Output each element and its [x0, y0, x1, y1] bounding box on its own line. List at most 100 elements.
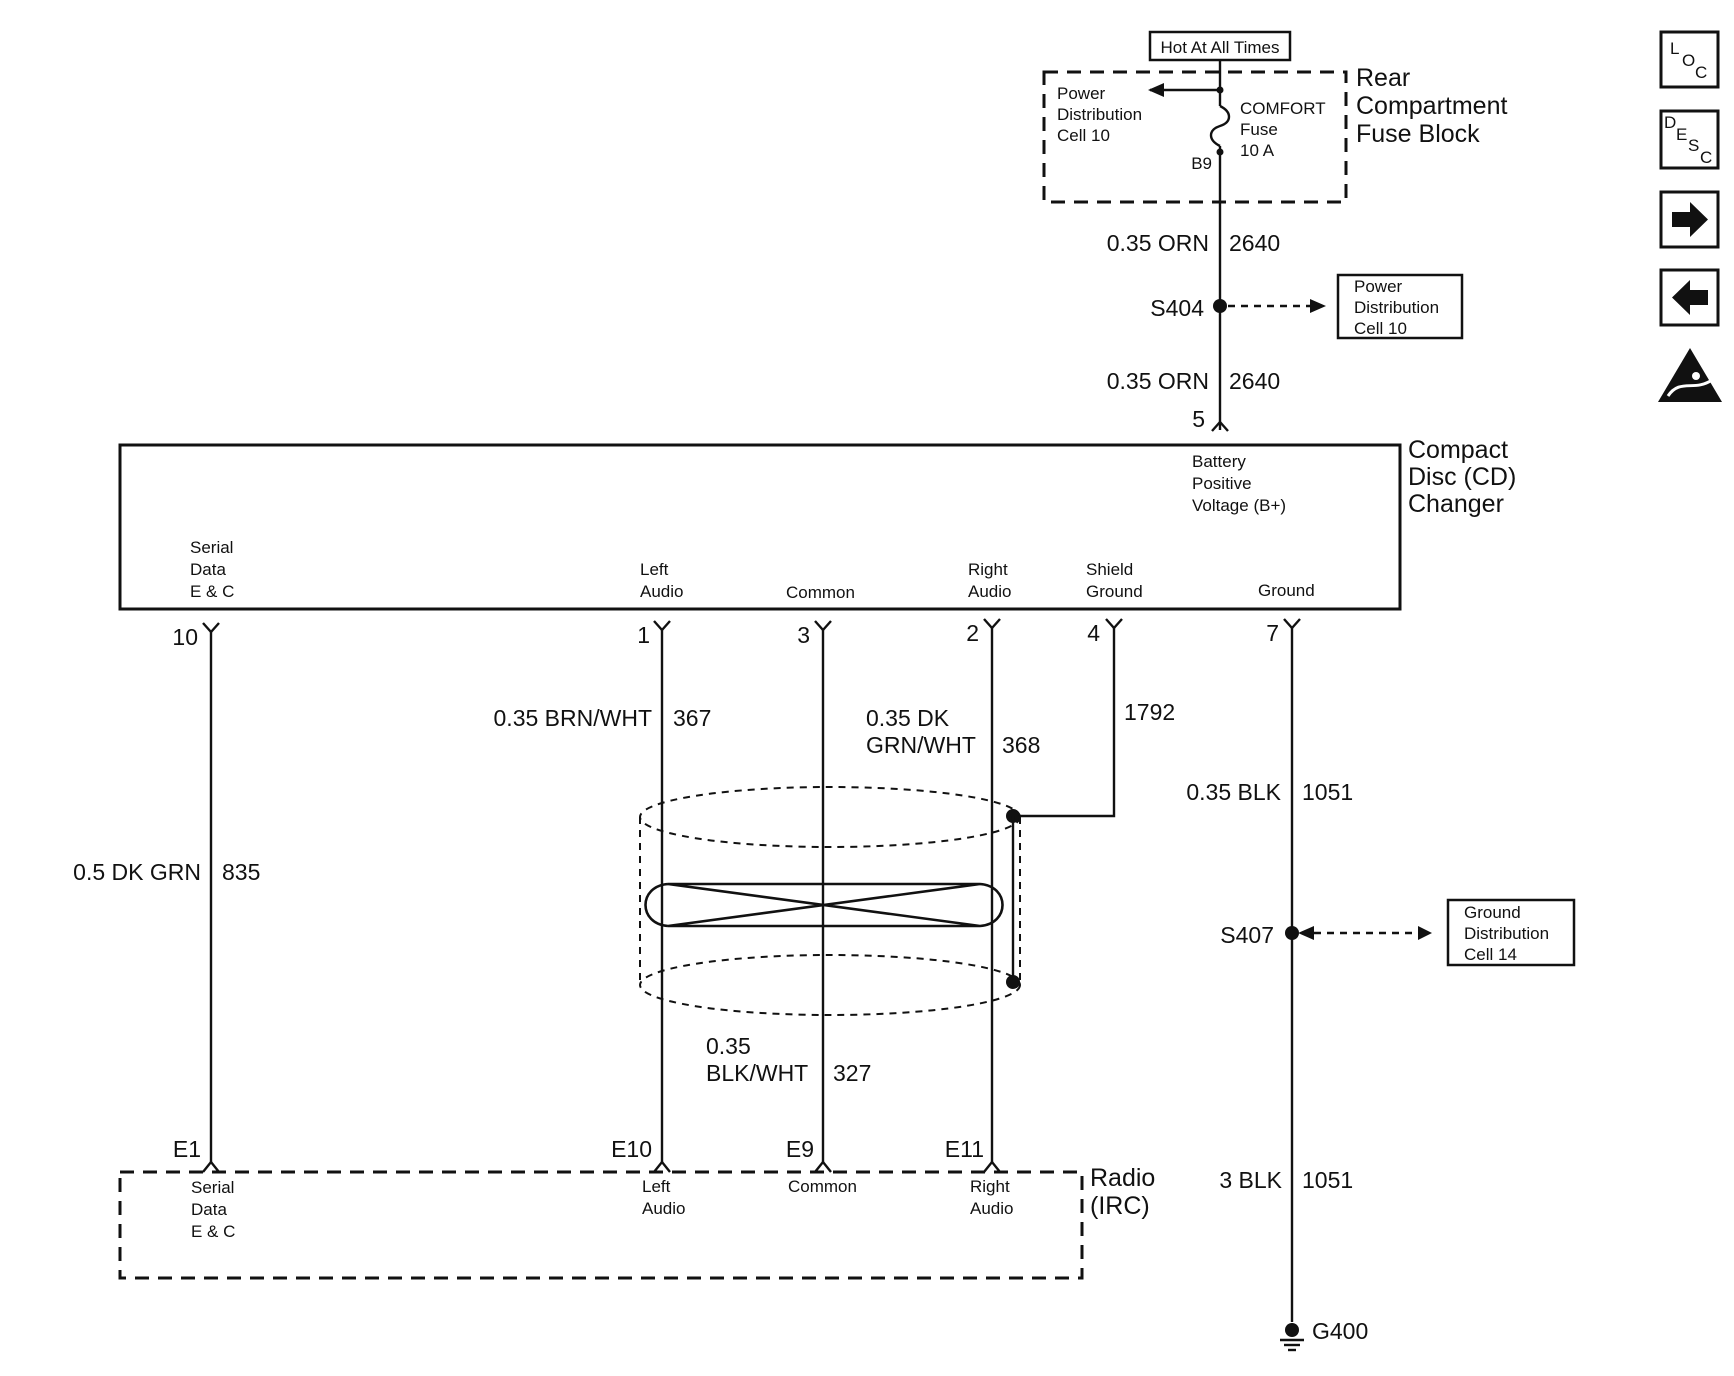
feed-wire: 0.35 ORN 2640 S404 Power Distribution Ce…	[1107, 152, 1464, 432]
fuse-block: Hot At All Times Rear Compartment Fuse B…	[1042, 30, 1507, 204]
radio-left-label-line2: Audio	[642, 1199, 685, 1218]
esd-warning-icon	[1658, 348, 1722, 402]
splice-s404-ref-box	[1336, 273, 1464, 340]
cd-battery-label-line2: Positive	[1192, 474, 1252, 493]
fuse-name-line1: COMFORT	[1240, 99, 1326, 118]
cd-pin-7-connector	[1283, 618, 1301, 630]
fuse-symbol	[1209, 104, 1231, 148]
next-page-button[interactable]	[1659, 190, 1720, 249]
radio-serial-label-line3: E & C	[191, 1222, 235, 1241]
fuse-block-outline	[1042, 70, 1348, 204]
shield-ground-wire	[1013, 628, 1116, 818]
fuse-power-dist-line3: Cell 10	[1057, 126, 1110, 145]
right-wire-gauge-line1: 0.35 DK	[866, 705, 950, 731]
radio-pin-e11-connector	[983, 1160, 1001, 1173]
radio-outline	[118, 1170, 1084, 1280]
s407-ref-line3: Cell 14	[1464, 945, 1517, 964]
feed-wire-upper-gauge: 0.35 ORN	[1107, 230, 1209, 256]
radio-serial-label-line2: Data	[191, 1200, 227, 1219]
fuse-name-line3: 10 A	[1240, 141, 1275, 160]
cd-pin-5-number: 5	[1192, 406, 1205, 432]
common-wire-gauge-line2: BLK/WHT	[706, 1060, 808, 1086]
signal-wires: 0.5 DK GRN 835 0.35 BRN/WHT 367 0.35 BLK…	[73, 628, 1175, 1162]
ground-lower-circuit: 1051	[1302, 1167, 1353, 1193]
cd-pin-4-connector	[1105, 618, 1123, 630]
ground-circuit: 0.35 BLK 1051 S407 Ground Distribution C…	[1186, 628, 1576, 1352]
cd-changer-title-line1: Compact	[1408, 436, 1508, 464]
shield-drain-dot-bottom	[1006, 975, 1020, 989]
radio-common-label: Common	[788, 1177, 857, 1196]
s404-ref-line3: Cell 10	[1354, 319, 1407, 338]
radio-right-label-line2: Audio	[970, 1199, 1013, 1218]
cd-pin-10-number: 10	[172, 624, 198, 650]
ground-g400-dot	[1285, 1323, 1299, 1337]
arrow-left-icon	[1672, 280, 1708, 315]
desc-letter-4: C	[1700, 148, 1712, 167]
nav-toolbar: L O C D E S C	[1658, 30, 1722, 402]
fuse-name-line2: Fuse	[1240, 120, 1278, 139]
cd-serial-label-line3: E & C	[190, 582, 234, 601]
cd-right-label-line1: Right	[968, 560, 1008, 579]
feed-wire-lower-gauge: 0.35 ORN	[1107, 368, 1209, 394]
cd-pin-2-connector	[983, 618, 1001, 630]
splice-s407-ref-arrow-in	[1418, 926, 1432, 940]
radio-pin-e10-number: E10	[611, 1136, 652, 1162]
cd-shield-label-line2: Ground	[1086, 582, 1143, 601]
fuse-terminal-label: B9	[1191, 154, 1212, 173]
radio-left-label-line1: Left	[642, 1177, 671, 1196]
loc-letter-2: O	[1682, 51, 1695, 70]
fuse-block-title-line3: Fuse Block	[1356, 120, 1480, 148]
left-wire-circuit: 367	[673, 705, 711, 731]
cd-serial-label-line2: Data	[190, 560, 226, 579]
common-wire-circuit: 327	[833, 1060, 871, 1086]
cd-left-label-line2: Audio	[640, 582, 683, 601]
loc-button[interactable]: L O C	[1659, 30, 1720, 89]
s404-ref-line2: Distribution	[1354, 298, 1439, 317]
fuse-block-title-line1: Rear	[1356, 64, 1410, 92]
feed-wire-upper-circuit: 2640	[1229, 230, 1280, 256]
prev-page-button[interactable]	[1659, 268, 1720, 327]
fuse-power-dist-line1: Power	[1057, 84, 1106, 103]
radio-pin-e10-connector	[653, 1160, 671, 1173]
cd-changer: Compact Disc (CD) Changer Battery Positi…	[118, 436, 1516, 650]
radio: E1 E10 E9 E11 Radio (IRC) Serial Data E …	[118, 1136, 1155, 1280]
common-wire-gauge-line1: 0.35	[706, 1033, 751, 1059]
arrow-right-icon	[1672, 202, 1708, 237]
splice-s407-ref-box	[1446, 898, 1576, 967]
cd-pin-2-number: 2	[966, 620, 979, 646]
right-wire-circuit: 368	[1002, 732, 1040, 758]
shield-wire-circuit: 1792	[1124, 699, 1175, 725]
cd-battery-label-line3: Voltage (B+)	[1192, 496, 1286, 515]
cd-changer-title-line2: Disc (CD)	[1408, 463, 1516, 491]
cd-pin-1-connector	[653, 620, 671, 632]
hot-at-all-times-label: Hot At All Times	[1160, 38, 1279, 57]
radio-pin-e1-connector	[202, 1160, 220, 1173]
cd-serial-label-line1: Serial	[190, 538, 233, 557]
radio-right-label-line1: Right	[970, 1177, 1010, 1196]
desc-letter-3: S	[1688, 136, 1699, 155]
cd-pin-10-connector	[202, 622, 220, 634]
s404-ref-line1: Power	[1354, 277, 1403, 296]
splice-s407-ref-arrow	[1298, 926, 1314, 940]
fuse-power-dist-line2: Distribution	[1057, 105, 1142, 124]
cd-pin-3-number: 3	[797, 622, 810, 648]
radio-pin-e1-number: E1	[173, 1136, 201, 1162]
splice-s404-dot	[1213, 299, 1227, 313]
serial-wire-circuit: 835	[222, 859, 260, 885]
loc-letter-3: C	[1695, 63, 1707, 82]
cd-pin-5-connector	[1211, 420, 1229, 432]
radio-title-line1: Radio	[1090, 1164, 1155, 1192]
splice-s404-ref-arrow	[1310, 299, 1326, 313]
splice-s407-label: S407	[1220, 922, 1274, 948]
twisted-pair-symbol	[644, 882, 1004, 928]
fuse-block-title-line2: Compartment	[1356, 92, 1507, 120]
serial-wire-gauge: 0.5 DK GRN	[73, 859, 201, 885]
cd-pin-1-number: 1	[637, 622, 650, 648]
cd-right-label-line2: Audio	[968, 582, 1011, 601]
desc-letter-2: E	[1676, 125, 1687, 144]
radio-title-line2: (IRC)	[1090, 1192, 1150, 1220]
cd-battery-label-line1: Battery	[1192, 452, 1246, 471]
desc-button[interactable]: D E S C	[1659, 109, 1720, 170]
splice-s407-dot	[1285, 926, 1299, 940]
